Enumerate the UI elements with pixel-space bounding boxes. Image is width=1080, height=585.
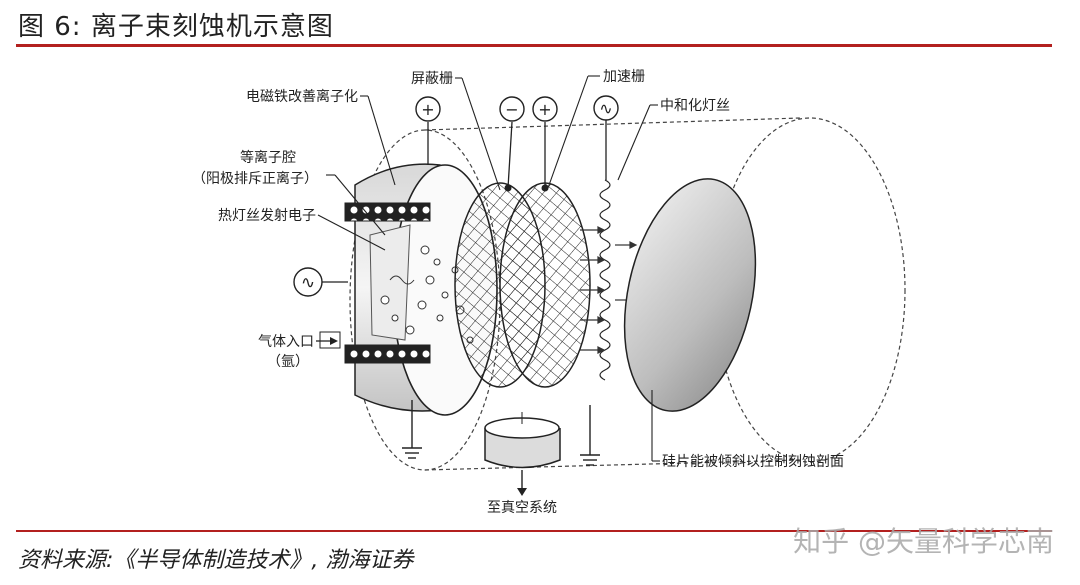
minus-sign: − [505, 100, 518, 119]
label-plasma-chamber-note: （阳极排斥正离子） [192, 170, 318, 187]
plus-sign-2: + [538, 100, 551, 119]
ac-sign-2: ∿ [301, 273, 315, 293]
label-gas-inlet: 气体入口 [258, 334, 314, 350]
label-gas-argon: （氩） [267, 354, 309, 370]
source-note: 资料来源:《半导体制造技术》, 渤海证券 [18, 542, 413, 574]
label-plasma-chamber: 等离子腔 [240, 149, 296, 166]
label-screen-grid: 屏蔽栅 [411, 71, 453, 87]
label-ionizer: 电磁铁改善离子化 [246, 88, 358, 105]
watermark: 知乎 @矢量科学芯南 [793, 520, 1054, 560]
label-accel-grid: 加速栅 [603, 69, 645, 85]
plus-sign-1: + [421, 100, 434, 119]
vacuum-pump [485, 412, 560, 496]
ac-sign-1: ∿ [599, 99, 612, 118]
label-hot-filament: 热灯丝发射电子 [218, 208, 316, 224]
label-vacuum: 至真空系统 [487, 500, 557, 516]
label-neutralizer: 中和化灯丝 [660, 98, 730, 114]
wafer [605, 167, 775, 424]
accel-grid [500, 183, 590, 387]
label-wafer: 硅片能被倾斜以控制刻蚀剖面 [662, 454, 844, 470]
